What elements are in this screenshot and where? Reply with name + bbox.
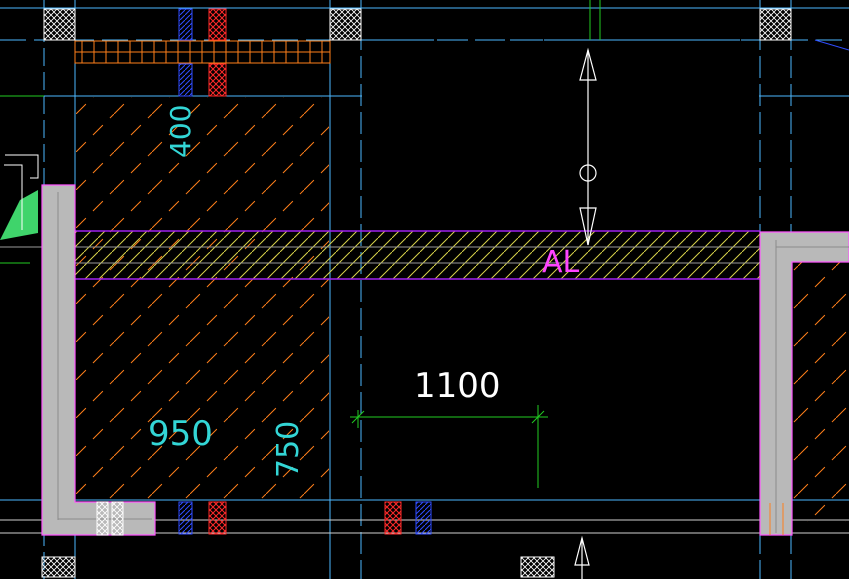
dimension-label-950: 950	[148, 414, 213, 454]
top-beam-ticks	[81, 41, 323, 63]
dimension-1100-line	[350, 405, 548, 488]
dimension-label-1100: 1100	[414, 366, 501, 406]
column-markers	[178, 8, 432, 535]
right-edge-fragment	[814, 39, 849, 51]
left-edge-fragments	[0, 95, 44, 264]
dimension-label-750: 750	[271, 421, 306, 478]
top-green-lines	[589, 0, 601, 40]
section-arrow	[574, 47, 597, 579]
walls	[41, 184, 849, 536]
beam-band-lines	[0, 230, 760, 280]
beam-al-band	[44, 231, 761, 279]
dimension-label-400: 400	[164, 105, 197, 158]
corner-columns	[41, 8, 792, 578]
wall-left-l	[41, 184, 156, 536]
wall-right-t	[759, 231, 849, 536]
beam-label-al: AL	[542, 245, 580, 280]
slab-hatch-left	[76, 97, 329, 499]
slab-hatch-right	[792, 262, 849, 522]
